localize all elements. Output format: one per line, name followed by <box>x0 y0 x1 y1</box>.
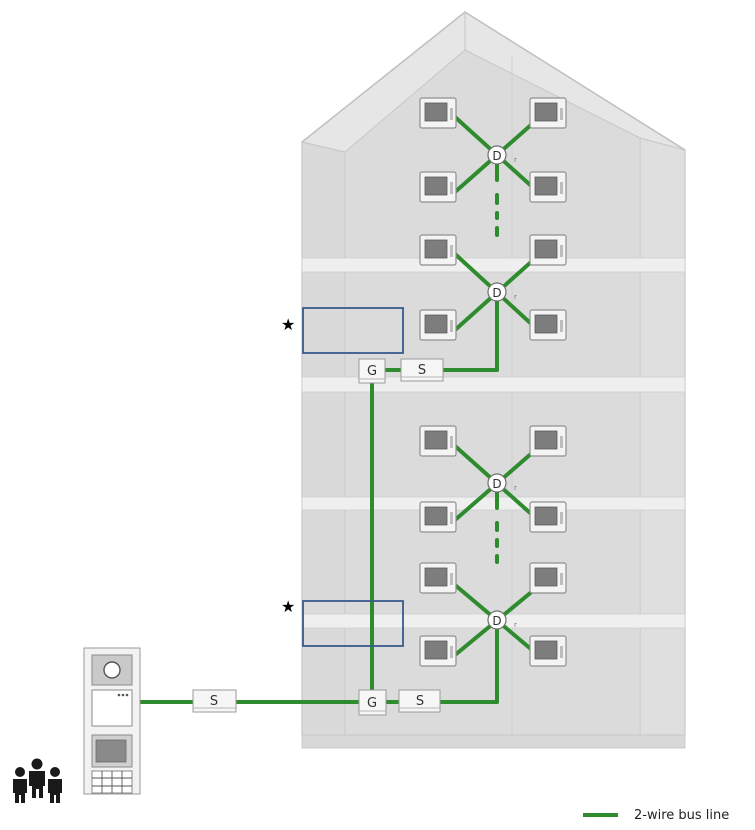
indoor-monitor-icon <box>529 425 567 457</box>
indoor-monitor-icon <box>419 309 457 341</box>
indoor-monitor-icon <box>529 501 567 533</box>
distributor-terminal-mark: r <box>514 484 517 492</box>
legend-bus-line-label: 2-wire bus line <box>634 808 729 823</box>
star-marker: ★ <box>281 315 295 334</box>
switch-module: S <box>398 689 441 713</box>
switch-module: S <box>192 689 237 713</box>
distributor-terminal-mark: r <box>514 156 517 164</box>
distributor-label: D <box>492 477 501 491</box>
distributor-label: D <box>492 614 501 628</box>
indoor-monitor-icon <box>419 425 457 457</box>
switch-label: S <box>210 694 218 709</box>
distributor-label: D <box>492 149 501 163</box>
indoor-monitor-icon <box>529 562 567 594</box>
indoor-monitor-icon <box>419 635 457 667</box>
indoor-monitor-icon <box>419 97 457 129</box>
distributor-label: D <box>492 286 501 300</box>
callout-upper: ★ <box>281 307 404 354</box>
switch-label: S <box>418 363 426 378</box>
people-group-icon <box>13 758 62 803</box>
indoor-monitor-icon <box>419 234 457 266</box>
indoor-monitor-icon <box>529 171 567 203</box>
outdoor-station-icon <box>83 647 141 795</box>
distributor-node: D r <box>487 610 517 630</box>
indoor-monitor-icon <box>419 501 457 533</box>
indoor-monitor-icon <box>529 234 567 266</box>
gateway-label: G <box>367 696 377 711</box>
star-marker: ★ <box>281 597 295 616</box>
distributor-terminal-mark: r <box>514 293 517 301</box>
indoor-monitor-icon <box>529 97 567 129</box>
callout-lower: ★ <box>281 597 404 647</box>
gateway-module: G <box>358 358 386 384</box>
gateway-label: G <box>367 364 377 379</box>
indoor-monitor-icon <box>419 562 457 594</box>
distributor-node: D r <box>487 473 517 493</box>
switch-label: S <box>416 694 424 709</box>
indoor-monitor-icon <box>529 635 567 667</box>
distributor-node: D r <box>487 145 517 165</box>
distributor-terminal-mark: r <box>514 621 517 629</box>
legend: 2-wire bus line <box>583 808 729 823</box>
distributor-node: D r <box>487 282 517 302</box>
indoor-monitor-icon <box>419 171 457 203</box>
indoor-monitor-icon <box>529 309 567 341</box>
switch-module: S <box>400 358 444 382</box>
gateway-module: G <box>358 689 387 716</box>
